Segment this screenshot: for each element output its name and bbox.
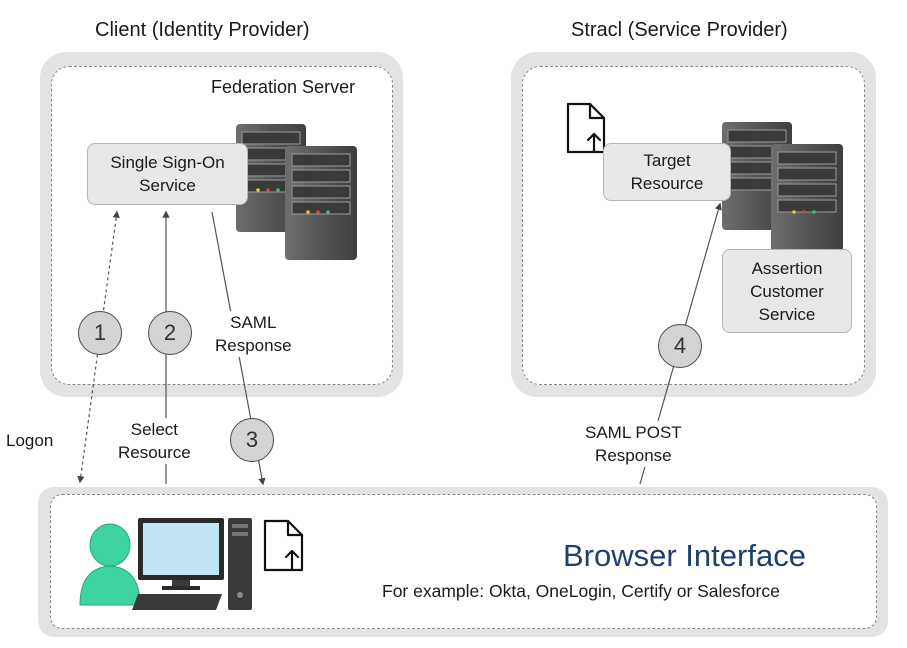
acs-line-1: Assertion — [751, 258, 823, 278]
step-4: 4 — [658, 324, 702, 368]
select-resource-label: Select Resource — [118, 418, 191, 464]
step-2: 2 — [148, 311, 192, 355]
saml-post-response-label: SAML POST Response — [585, 421, 682, 467]
browser-interface-subtitle: For example: Okta, OneLogin, Certify or … — [382, 581, 780, 601]
saml-post-line-2: Response — [595, 446, 672, 465]
step-3: 3 — [230, 418, 274, 462]
document-upload-icon — [566, 102, 606, 154]
select-resource-line-1: Select — [130, 420, 178, 439]
saml-post-line-1: SAML POST — [585, 423, 682, 442]
idp-title: Client (Identity Provider) — [95, 19, 310, 41]
step-1: 1 — [78, 311, 122, 355]
saml-response-label: SAML Response — [215, 311, 292, 357]
select-resource-line-2: Resource — [118, 443, 191, 462]
browser-interface-title: Browser Interface — [563, 538, 806, 573]
sp-title: Stracl (Service Provider) — [571, 19, 788, 41]
saml-response-line-2: Response — [215, 336, 292, 355]
user-icon — [79, 523, 141, 606]
sso-line-2: Service — [139, 176, 196, 195]
federation-server-label: Federation Server — [211, 77, 356, 97]
saml-response-line-1: SAML — [230, 313, 277, 332]
logon-label: Logon — [6, 431, 54, 450]
server-rack-icon — [771, 144, 843, 252]
acs-line-3: Service — [758, 304, 816, 324]
target-line-2: Resource — [630, 174, 704, 193]
desktop-computer-icon — [132, 518, 252, 610]
sso-line-1: Single Sign-On — [110, 153, 225, 172]
document-upload-icon — [263, 519, 304, 572]
server-rack-icon — [285, 146, 357, 260]
acs-line-2: Customer — [750, 281, 824, 301]
target-line-1: Target — [643, 151, 691, 170]
